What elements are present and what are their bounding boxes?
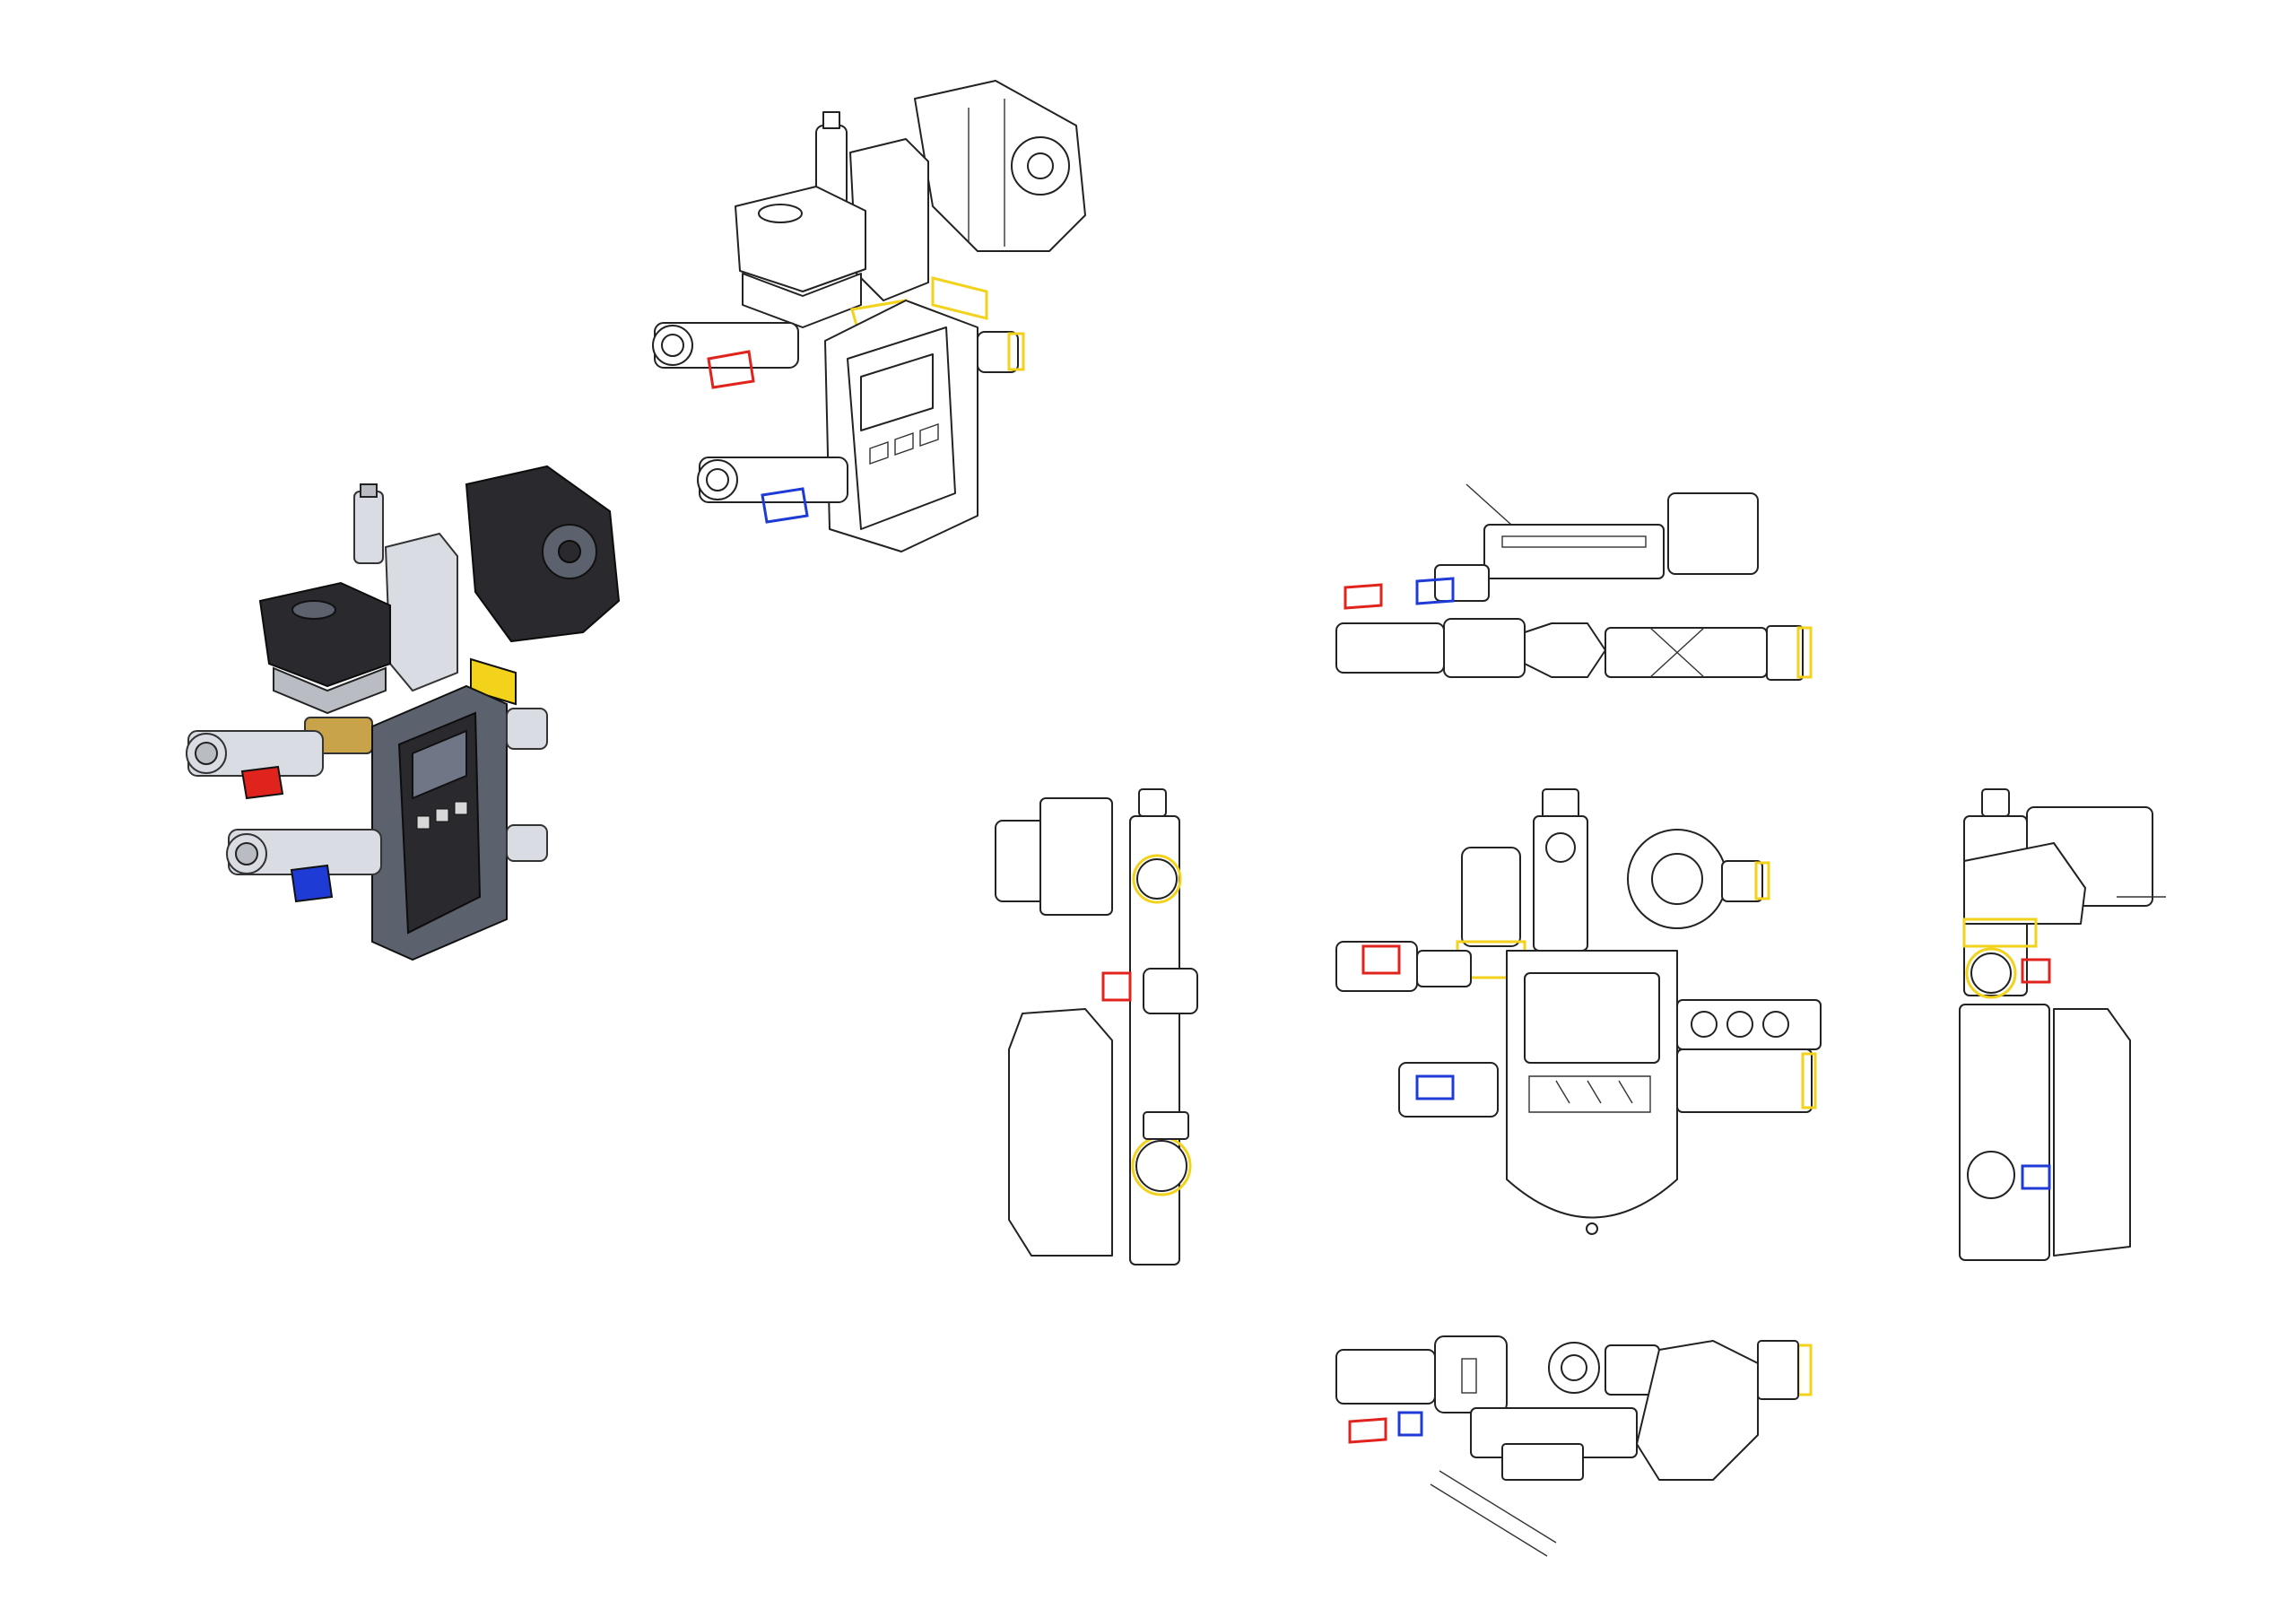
isometric-line-drawing xyxy=(652,80,1086,552)
bottom-pump-outline xyxy=(1636,1340,1759,1481)
blue-handle-outline xyxy=(761,487,809,524)
bottom-upper-pipe xyxy=(1335,1349,1436,1405)
valve-body-outline xyxy=(849,138,929,301)
top-view xyxy=(1327,475,1830,700)
blue-valve-handle xyxy=(290,864,334,903)
display-outline xyxy=(860,353,934,431)
front-upper-pipe xyxy=(1335,941,1418,992)
front-display xyxy=(1524,972,1660,1064)
front-actuator xyxy=(1461,847,1521,947)
air-vent xyxy=(353,491,384,564)
left-view xyxy=(987,780,1238,1265)
top-view-drawing xyxy=(1335,483,1813,681)
right-view xyxy=(1937,780,2170,1265)
bottom-actuator xyxy=(1434,1335,1508,1413)
red-handle-outline xyxy=(707,350,755,389)
top-pump-body xyxy=(1605,627,1768,678)
pump-motor-outline xyxy=(914,80,1086,252)
isometric-line-view xyxy=(646,72,1112,574)
right-actuator xyxy=(1963,842,2086,925)
front-view-drawing xyxy=(1335,788,1822,1235)
left-view-drawing xyxy=(995,788,1198,1265)
actuator-outline xyxy=(735,186,866,292)
isometric-shaded-drawing xyxy=(186,465,621,961)
top-upper-pipe xyxy=(1335,622,1445,674)
controller-display xyxy=(412,729,467,800)
bottom-view-drawing xyxy=(1335,1335,1813,1557)
isometric-shaded-view xyxy=(170,448,637,961)
bottom-view xyxy=(1327,1327,1830,1561)
front-view xyxy=(1327,780,1848,1265)
right-view-drawing xyxy=(1959,788,2166,1261)
left-controller-side xyxy=(1008,1008,1113,1257)
valve-body xyxy=(384,532,458,692)
front-lower-pipe xyxy=(1398,1062,1499,1118)
top-pump-outline xyxy=(1667,492,1759,575)
red-valve-handle xyxy=(240,765,284,800)
right-controller-side xyxy=(2053,1008,2131,1257)
top-actuator-outline xyxy=(1483,524,1665,579)
